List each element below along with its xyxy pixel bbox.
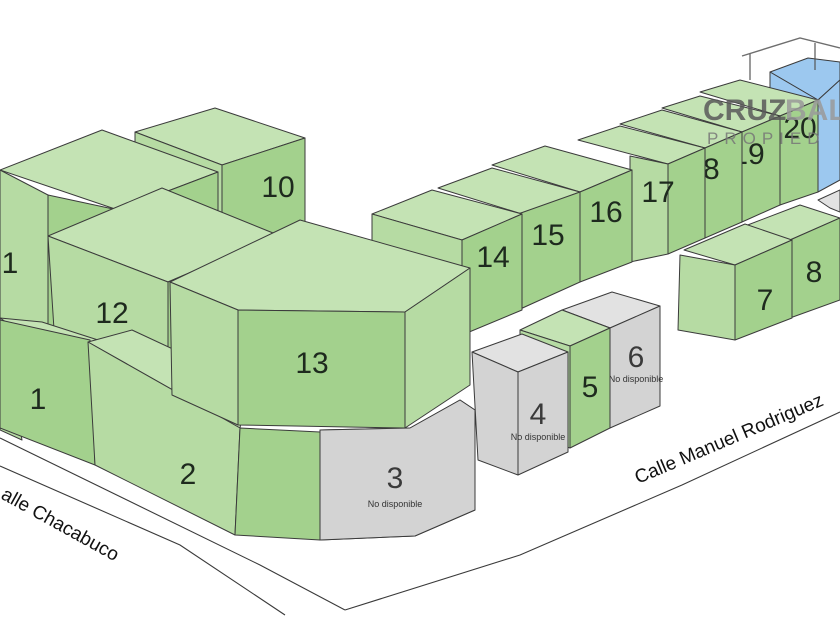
- house-roof-icon: [741, 37, 840, 80]
- lot-17[interactable]: 17: [577, 125, 706, 263]
- lot-13-number: 13: [295, 347, 328, 380]
- brand-sub: PROPIED: [707, 129, 826, 148]
- lot-17-number: 17: [641, 176, 674, 209]
- lot-1-number: 1: [30, 383, 47, 416]
- lot-11-number: 1: [2, 247, 19, 280]
- lot-7[interactable]: 7: [677, 223, 793, 341]
- lot-15[interactable]: 15: [437, 167, 581, 311]
- brand-logo: CRUZ BALMA PROPIED: [703, 37, 840, 148]
- lot-4[interactable]: 4 No disponible: [471, 333, 569, 476]
- lot-12-number: 12: [95, 297, 128, 330]
- lot-3-number: 3: [387, 462, 404, 495]
- street-lines: [0, 411, 840, 616]
- lot-16-number: 16: [589, 196, 622, 229]
- lot-2[interactable]: 2: [87, 329, 321, 541]
- street-label-manuel-rodriguez: Calle Manuel Rodriguez: [632, 390, 827, 489]
- lot-8-number: 8: [806, 256, 823, 289]
- lot-6-number: 6: [628, 341, 645, 374]
- lot-20-number: 20: [783, 112, 816, 145]
- lot-14-number: 14: [476, 241, 509, 274]
- lot-13[interactable]: 13: [169, 219, 471, 429]
- lot-3-status: No disponible: [368, 499, 423, 509]
- street-label-chacabuco: alle Chacabuco: [0, 484, 122, 566]
- lot-6-status: No disponible: [609, 374, 664, 384]
- lot-16[interactable]: 16: [491, 145, 633, 283]
- lot-10-number: 10: [261, 171, 294, 204]
- lot-4-number: 4: [530, 398, 547, 431]
- lot-2-number: 2: [180, 458, 197, 491]
- lot-4-status: No disponible: [511, 432, 566, 442]
- lot-15-number: 15: [531, 219, 564, 252]
- brand-name-part1: CRUZ: [703, 94, 786, 127]
- lot-7-number: 7: [757, 284, 774, 317]
- brand-name-part2: BALMA: [785, 94, 840, 127]
- lot-5-number: 5: [582, 371, 599, 404]
- lot-3[interactable]: 3 No disponible: [319, 399, 476, 541]
- lot-1[interactable]: 1: [0, 317, 99, 466]
